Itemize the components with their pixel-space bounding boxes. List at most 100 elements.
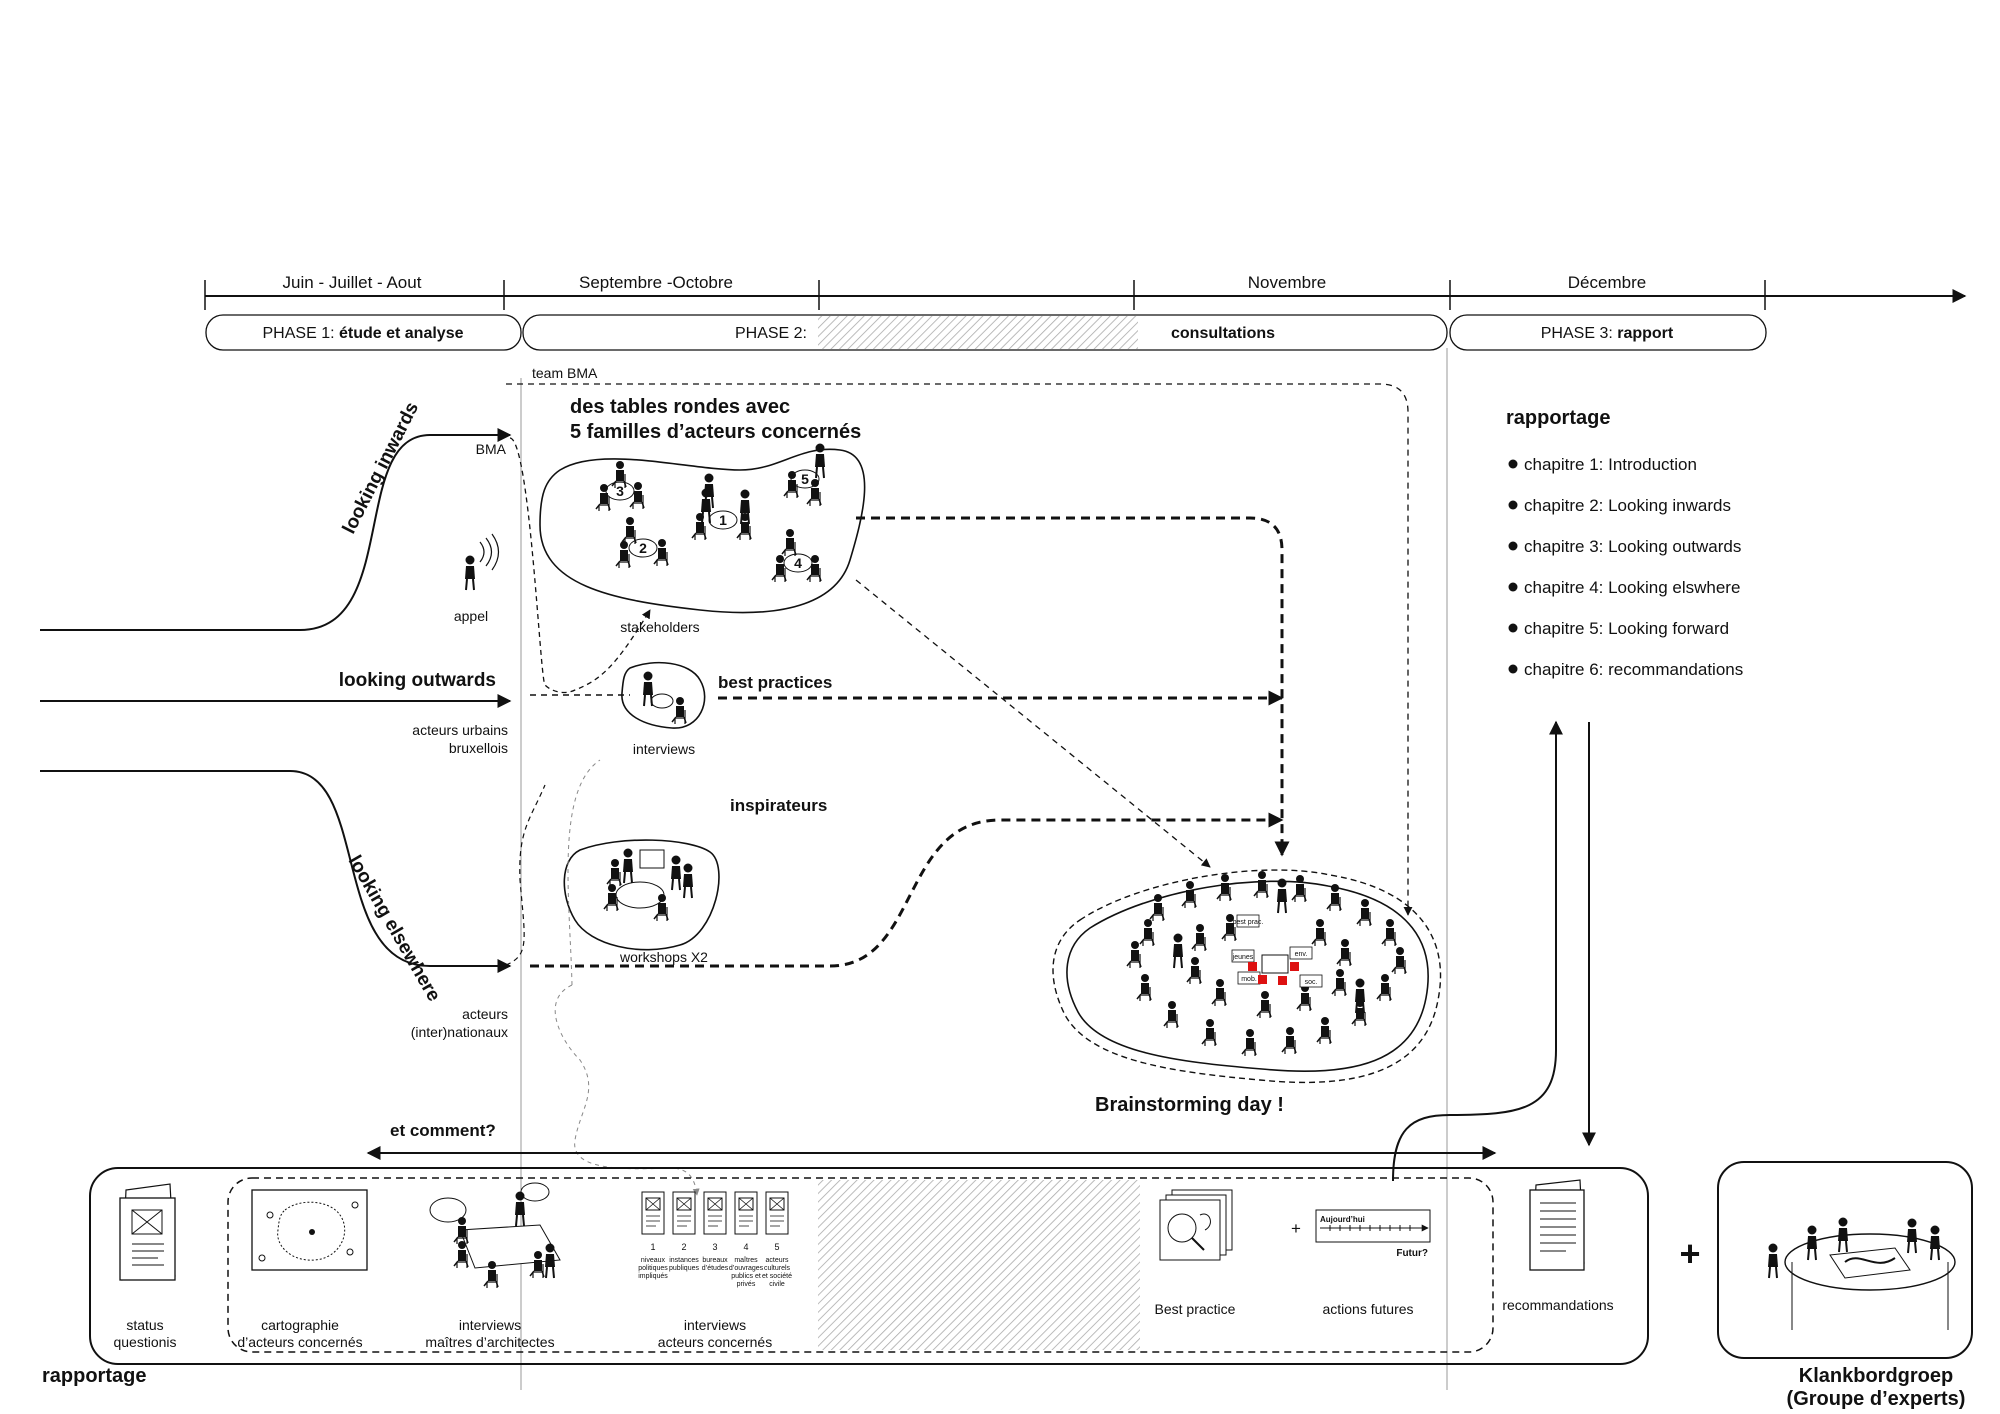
workshop-participant (622, 847, 634, 884)
brainstorming-day-group: best prac. jeunes env. mob. soc. Brainst… (1052, 869, 1442, 1116)
table-number: 3 (616, 483, 624, 499)
to-stakeholders-dashed-arrow (509, 437, 651, 694)
best-practices-group: interviews best practices (621, 661, 832, 757)
bullet-icon (1508, 664, 1518, 674)
round-tables-blob (539, 448, 866, 614)
cartographie-label-line1: cartographie (261, 1317, 339, 1333)
document-icon (765, 1191, 789, 1235)
futur-label: Futur? (1396, 1248, 1428, 1259)
elsewhere-source-line2: (inter)nationaux (411, 1024, 508, 1040)
cartographie-label-line2: d’acteurs concernés (237, 1334, 362, 1350)
doc-caption: bureaux (702, 1257, 728, 1264)
rapportage-bottom-title: rapportage (42, 1365, 146, 1387)
svg-text:soc.: soc. (1305, 979, 1318, 986)
phase-2-flows (505, 437, 1290, 1196)
document-icon (672, 1191, 696, 1235)
doc-number: 4 (743, 1242, 748, 1252)
table-number: 1 (719, 512, 727, 528)
standing-person (700, 487, 712, 524)
input-streams: looking inwards BMA appel looking outwar… (40, 399, 512, 1040)
doc-caption: d’ouvrages (729, 1265, 764, 1272)
status-label-line2: questionis (113, 1334, 176, 1350)
appel-megaphone-figure (464, 533, 500, 591)
month-label: Novembre (1248, 273, 1326, 292)
bullet-icon (1508, 500, 1518, 510)
document-icon (734, 1191, 758, 1235)
phase-bar: PHASE 1: étude et analyse PHASE 2: consu… (205, 314, 1767, 351)
doc-caption: et société (762, 1273, 792, 1280)
round-tables-title-line2: 5 familles d’acteurs concernés (570, 421, 861, 443)
workshops-blob (563, 839, 720, 951)
best-practice-label: Best practice (1155, 1301, 1236, 1317)
doc-caption: politiques (638, 1265, 668, 1272)
actions-futures-label: actions futures (1322, 1301, 1413, 1317)
best-practices-label: best practices (718, 673, 832, 692)
future-timeline-icon: Aujourd’hui Futur? (1315, 1209, 1431, 1259)
klankbordgroep-box (1717, 1161, 1973, 1359)
elsewhere-dashed-connector (505, 784, 546, 966)
round-table-1 (692, 472, 751, 541)
looking-elsewhere-title: looking elsewhere (344, 852, 445, 1005)
doc-caption: culturels (764, 1265, 791, 1272)
team-bma-arrow (506, 383, 1413, 916)
rapportage-panel-title: rapportage (1506, 407, 1610, 429)
plus-sign-big: + (1679, 1233, 1700, 1274)
interviews-label: interviews (633, 741, 695, 757)
interviewer-figure (672, 697, 686, 724)
document-icon (703, 1191, 727, 1235)
chapter-item: chapitre 5: Looking forward (1524, 619, 1729, 638)
grey-dashed-thread (554, 984, 700, 1196)
interviews-architects-line1: interviews (459, 1317, 521, 1333)
workshops-arrow (530, 812, 1284, 968)
doc-caption: impliqués (638, 1273, 668, 1280)
recommandations-label: recommandations (1502, 1297, 1613, 1313)
workshops-group: inspirateurs workshops X2 (563, 796, 827, 965)
interviews-actors-line2: acteurs concernés (658, 1334, 772, 1350)
chapter-list: chapitre 1: Introduction chapitre 2: Loo… (1508, 455, 1743, 679)
round-tables-title-line1: des tables rondes avec (570, 396, 790, 418)
interviews-actors-line1: interviews (684, 1317, 746, 1333)
rapportage-panel: rapportage chapitre 1: Introduction chap… (1392, 407, 1743, 1182)
doc-caption: niveaux (641, 1257, 666, 1264)
et-comment-group: et comment? (366, 1121, 1497, 1160)
table-number: 2 (639, 540, 647, 556)
doc-number: 5 (774, 1242, 779, 1252)
red-highlighted-participants (1248, 962, 1299, 985)
outwards-source-line2: bruxellois (449, 740, 508, 756)
bullet-icon (1508, 459, 1518, 469)
architects-interview-icon (429, 1182, 561, 1288)
klankbordgroep-subtitle: (Groupe d’experts) (1787, 1388, 1966, 1410)
bullet-icon (1508, 541, 1518, 551)
hatched-period-block (818, 1180, 1140, 1350)
bma-source-label: BMA (476, 441, 507, 457)
table-number: 5 (801, 471, 809, 487)
workshop-table (615, 881, 665, 909)
team-bma-flow: team BMA (506, 365, 1413, 916)
phase-1-label: PHASE 1: étude et analyse (263, 325, 464, 342)
brainstorming-day-label: Brainstorming day ! (1095, 1094, 1284, 1116)
interview-table (650, 693, 674, 709)
interviews-blob (621, 661, 706, 729)
phase-dividers (520, 348, 1448, 1390)
outwards-source-line1: acteurs urbains (412, 722, 508, 738)
chapter-item: chapitre 1: Introduction (1524, 455, 1697, 474)
phase-2-label: PHASE 2: (735, 325, 807, 342)
chapter-item: chapitre 2: Looking inwards (1524, 496, 1731, 515)
workshops-label: workshops X2 (619, 949, 708, 965)
chapter-item: chapitre 3: Looking outwards (1524, 537, 1741, 556)
workshop-participant (607, 859, 621, 886)
doc-caption: civile (769, 1281, 785, 1288)
document-icon (641, 1191, 665, 1235)
workshop-participant (682, 862, 694, 899)
phase-2-hatched-period (818, 316, 1138, 349)
inspirateurs-label: inspirateurs (730, 796, 827, 815)
round-table-4 (772, 529, 821, 582)
timeline: Juin - Juillet - Aout Septembre -Octobre… (204, 273, 1967, 310)
doc-caption: d’études (702, 1265, 729, 1272)
appel-label: appel (454, 608, 488, 624)
best-practice-cards-icon (1159, 1189, 1233, 1261)
experts-meeting-icon (1767, 1216, 1956, 1330)
bottom-rapportage-box: rapportage status questionis cartographi… (42, 1167, 1649, 1387)
doc-number: 1 (650, 1242, 655, 1252)
